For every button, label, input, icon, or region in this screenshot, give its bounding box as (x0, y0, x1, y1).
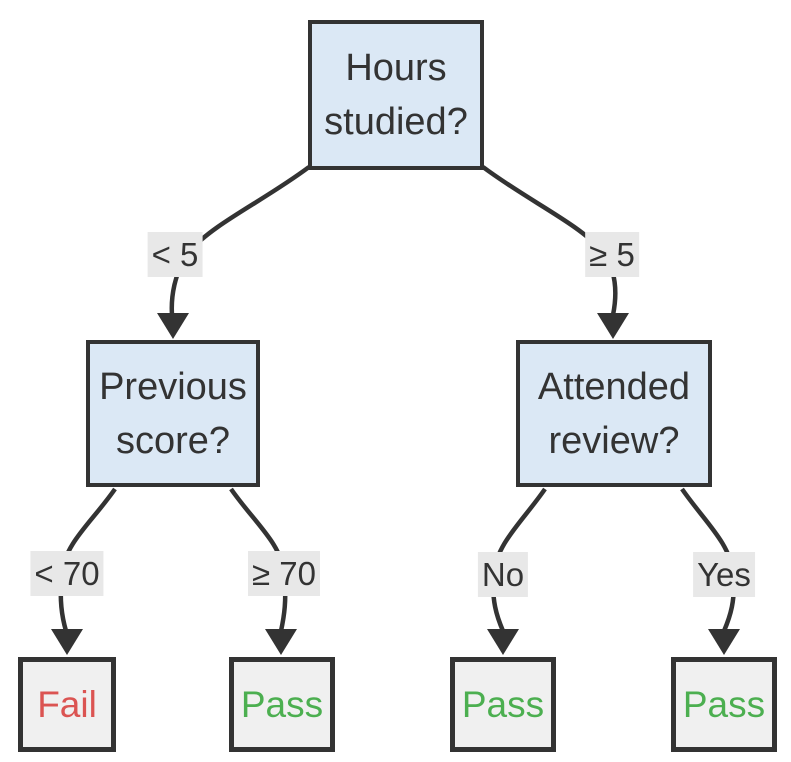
edge-label-ge-70: ≥ 70 (248, 551, 320, 596)
arrowhead-pass-1 (265, 629, 297, 655)
node-leaf-pass-2-label: Pass (461, 683, 545, 725)
node-attended-review-label: Attended review? (537, 365, 691, 462)
node-leaf-pass-1: Pass (229, 657, 335, 752)
node-leaf-fail-label: Fail (37, 683, 97, 725)
arrowhead-fail (51, 629, 83, 655)
node-leaf-pass-2: Pass (450, 657, 556, 752)
edge-label-lt-70: < 70 (30, 551, 104, 596)
node-leaf-pass-1-label: Pass (240, 683, 324, 725)
edge-label-ge-5: ≥ 5 (585, 232, 639, 277)
node-previous-score: Previous score? (86, 340, 260, 487)
arrowhead-previous-score (157, 313, 189, 339)
node-leaf-pass-3: Pass (671, 657, 777, 752)
node-previous-score-label: Previous score? (99, 365, 247, 462)
arrowhead-pass-3 (708, 629, 740, 655)
edge-label-yes: Yes (693, 552, 755, 597)
node-hours-studied-label: Hours studied? (324, 47, 468, 143)
edge-label-lt-5: < 5 (147, 232, 203, 277)
node-hours-studied: Hours studied? (308, 20, 484, 170)
edge-label-no: No (477, 552, 529, 597)
node-leaf-pass-3-label: Pass (682, 683, 766, 725)
node-attended-review: Attended review? (516, 340, 712, 487)
arrowhead-attended-review (597, 313, 629, 339)
node-leaf-fail: Fail (18, 657, 116, 752)
arrowhead-pass-2 (487, 629, 519, 655)
